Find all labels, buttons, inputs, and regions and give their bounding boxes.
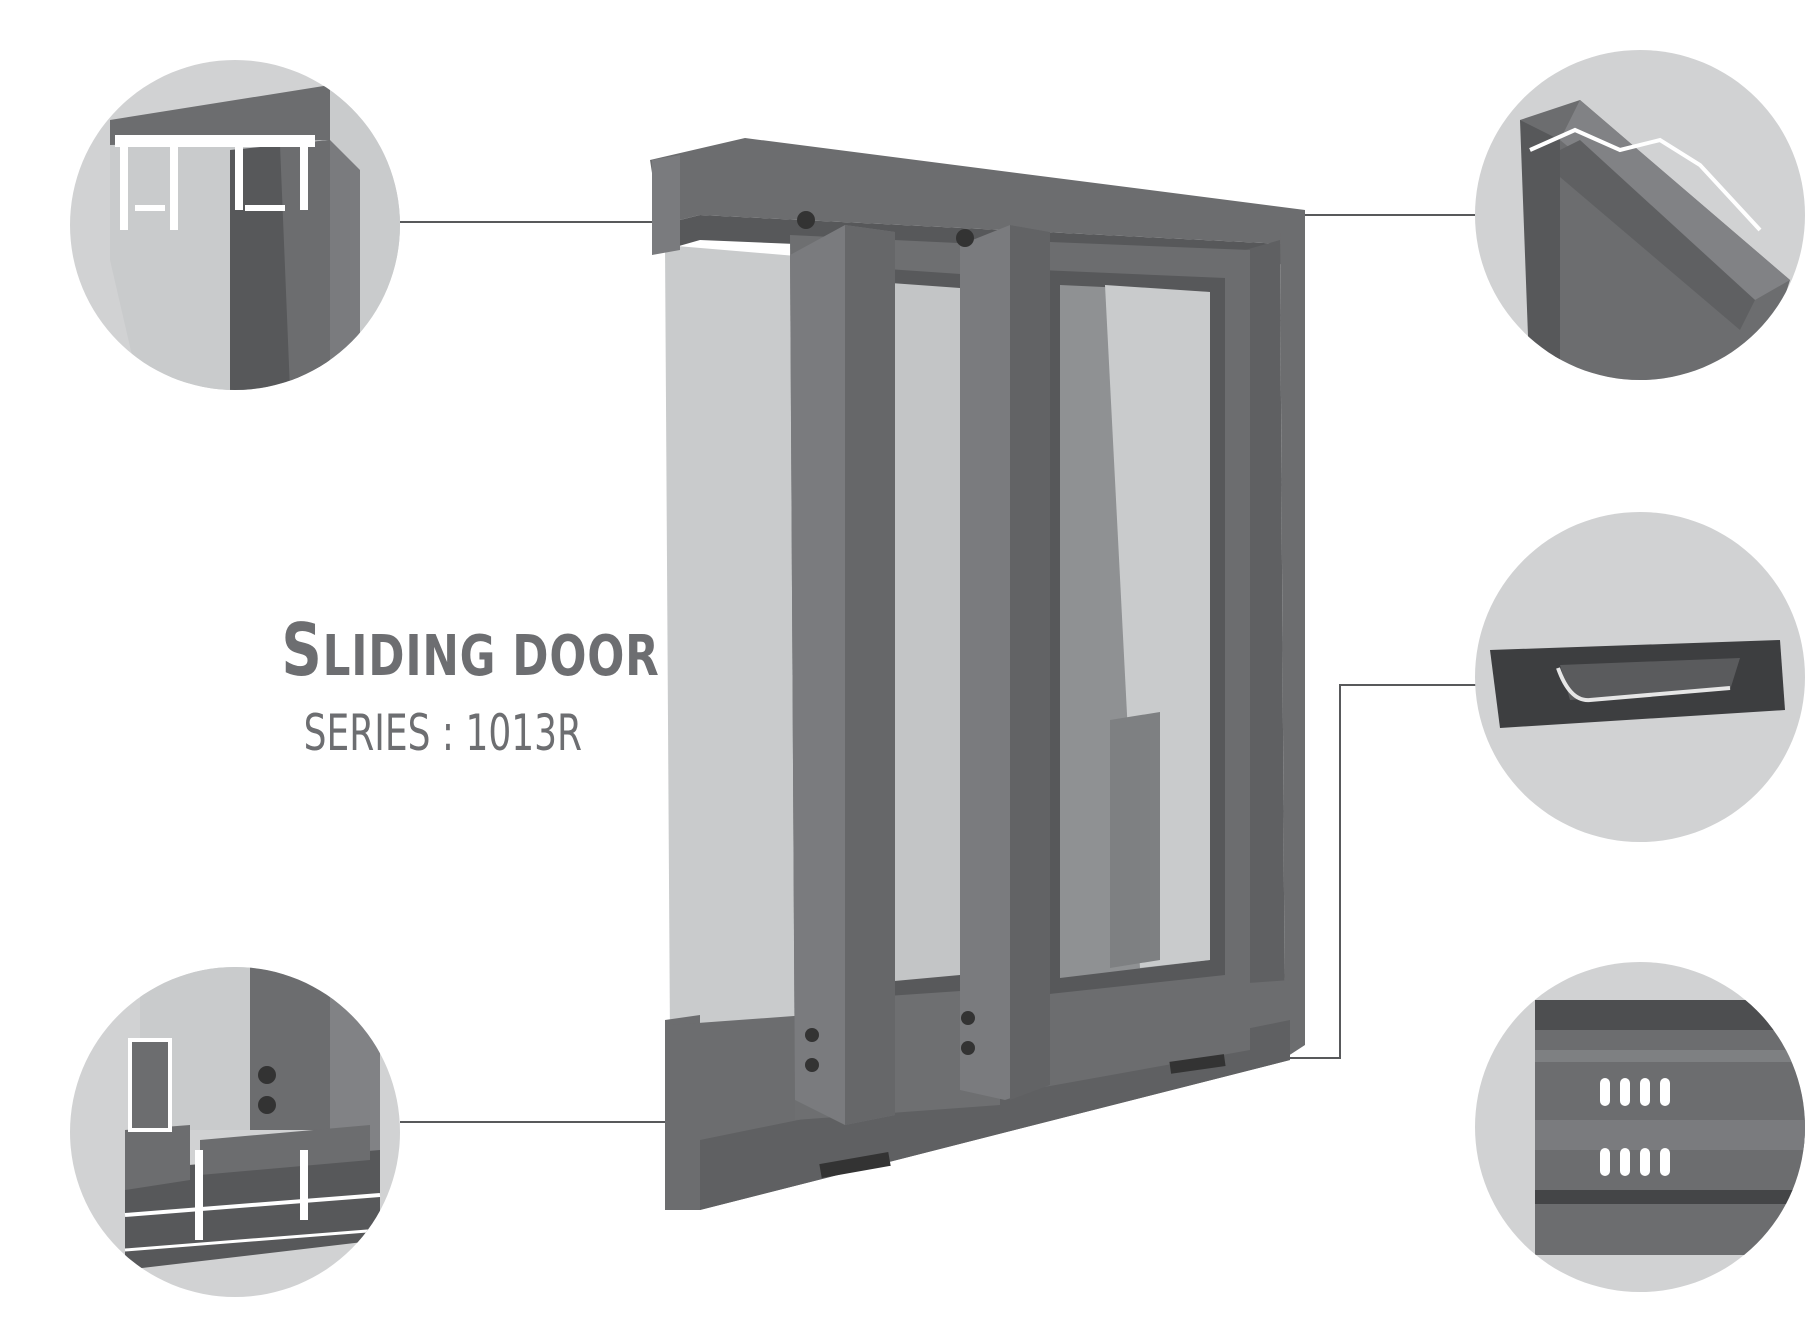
detail-drainage bbox=[1475, 962, 1805, 1292]
leader-lines bbox=[400, 214, 1478, 1123]
title-block: SLIDING DOOR SERIES : 1013R bbox=[200, 614, 658, 766]
product-title: SLIDING DOOR bbox=[281, 614, 658, 692]
top-track-profile-icon bbox=[110, 85, 400, 390]
detail-handle bbox=[1475, 512, 1805, 842]
door-handle-icon bbox=[1490, 640, 1785, 728]
drainage-slots-icon bbox=[1535, 1000, 1805, 1255]
vertical-mullion-profile-icon bbox=[1520, 100, 1790, 380]
series-label: SERIES : 1013R bbox=[303, 704, 583, 762]
detail-bottom-track bbox=[70, 967, 400, 1297]
sliding-door-frame bbox=[650, 138, 1305, 1210]
bottom-track-profile-icon bbox=[124, 967, 381, 1270]
detail-top-track bbox=[70, 60, 400, 390]
detail-mullion bbox=[1475, 50, 1805, 380]
title-cap-letter: S bbox=[281, 608, 323, 692]
title-rest: LIDING DOOR bbox=[322, 624, 660, 689]
